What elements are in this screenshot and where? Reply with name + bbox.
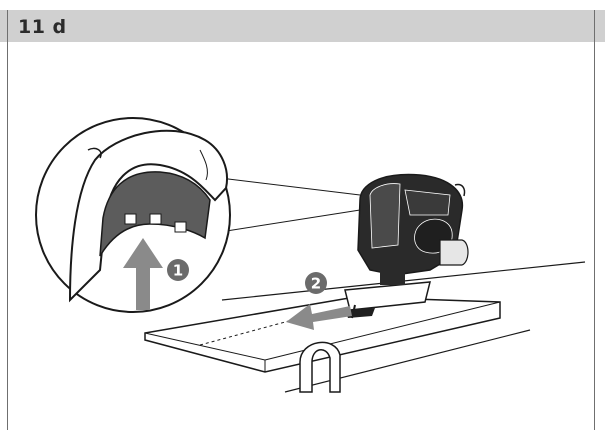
step-2-badge: 2: [305, 272, 327, 294]
workpiece-board: [145, 297, 500, 372]
step-1-number: 1: [173, 262, 183, 280]
clamp: [300, 342, 340, 392]
step-1-badge: 1: [167, 259, 189, 281]
jigsaw: [345, 175, 468, 318]
step-2-number: 2: [311, 275, 321, 293]
callout-line-bottom: [220, 210, 360, 232]
callout-line-top: [220, 178, 360, 195]
